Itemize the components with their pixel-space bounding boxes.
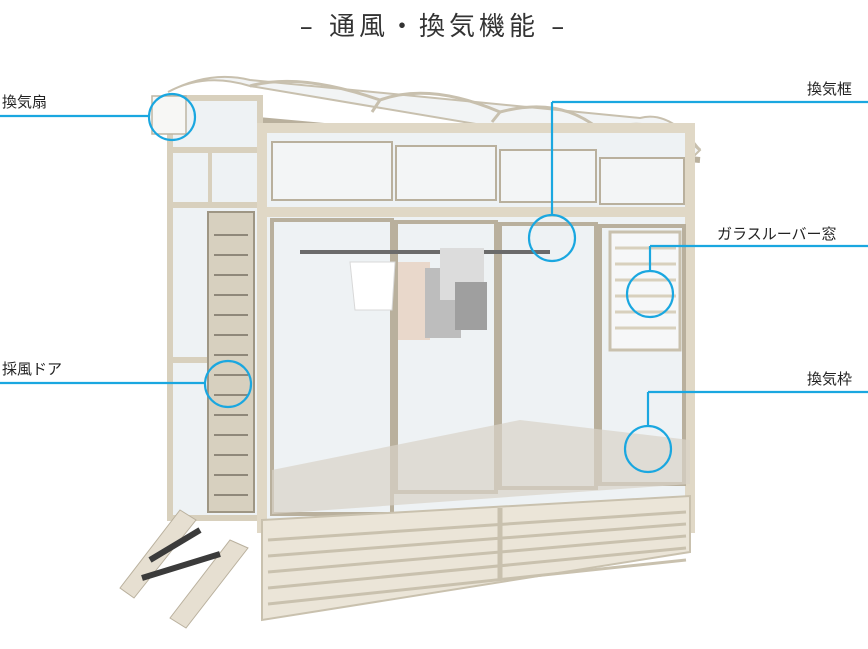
base-skirt — [261, 494, 691, 622]
callout-lines — [0, 92, 868, 474]
louvered-door — [207, 211, 255, 513]
floor — [272, 420, 690, 514]
clothes-drying — [300, 248, 550, 340]
label-ventilation-frame-bottom: 換気枠 — [807, 370, 853, 388]
label-ventilation-frame-top: 換気框 — [807, 80, 853, 98]
label-louvered-door: 採風ドア — [2, 360, 63, 378]
page-title: – 通風・換気機能 – — [299, 12, 569, 42]
ventilation-fan — [151, 95, 187, 135]
label-glass-louver-window: ガラスルーバー窓 — [717, 225, 837, 243]
entry-steps — [119, 509, 249, 629]
glass-louver-window — [608, 230, 682, 352]
label-ventilation-fan: 換気扇 — [2, 93, 48, 111]
